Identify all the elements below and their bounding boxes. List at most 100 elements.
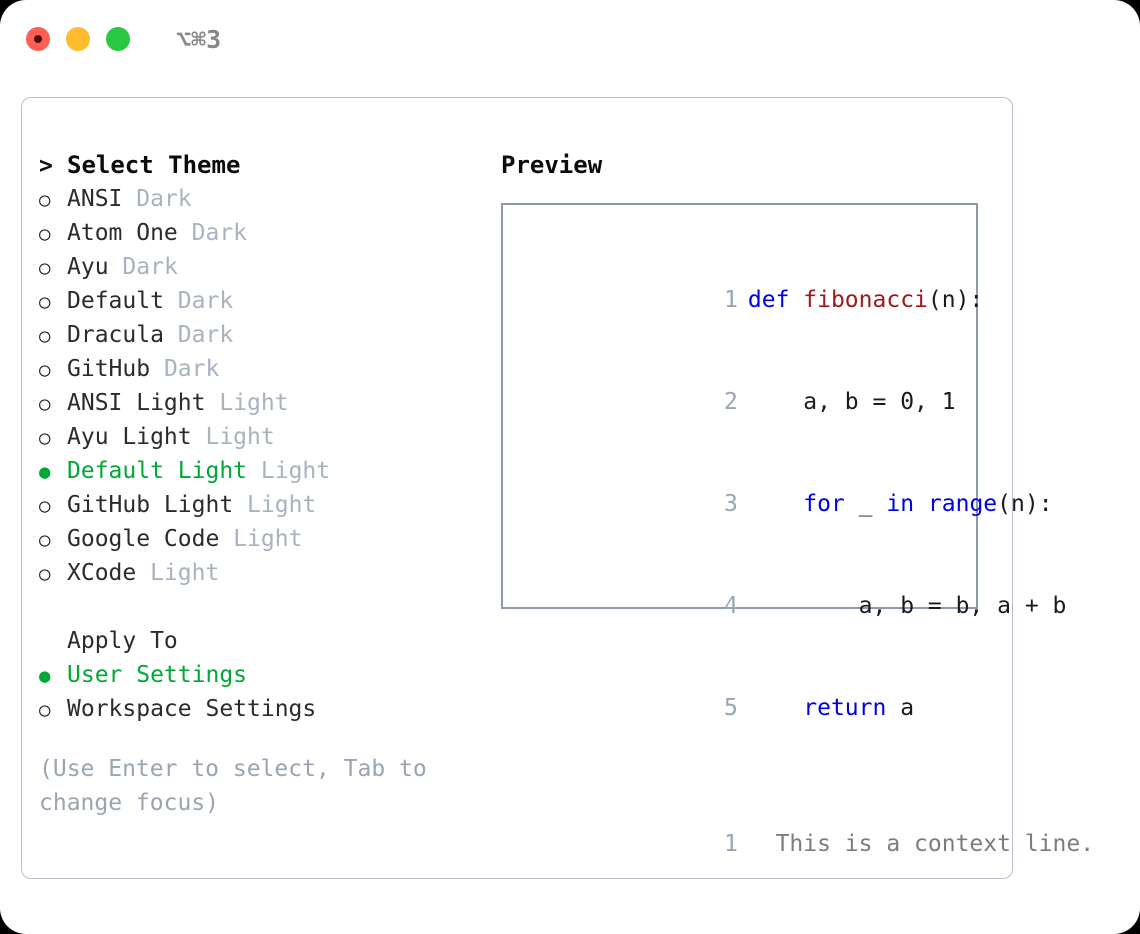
theme-variant-text: Dark [122, 254, 178, 280]
theme-list-item[interactable]: ○ GitHub Light Light [39, 488, 499, 522]
radio-unselected-icon[interactable]: ○ [39, 427, 51, 449]
code-line: 4 a, b = b, a + b [516, 555, 1066, 657]
apply-to-title: Apply To [67, 628, 178, 654]
line-number: 3 [724, 491, 738, 517]
radio-unselected-icon[interactable]: ○ [39, 189, 51, 211]
theme-name: XCode [67, 560, 137, 586]
theme-list-item[interactable]: ○ Ayu Light Light [39, 420, 499, 454]
theme-name: GitHub Light [67, 492, 234, 518]
theme-variant-text: Dark [136, 186, 192, 212]
theme-variant-text: Light [219, 390, 289, 416]
theme-variant-text: Light [205, 424, 275, 450]
theme-name: Default [67, 288, 164, 314]
preview-heading: Preview [501, 151, 603, 179]
radio-unselected-icon[interactable]: ○ [39, 699, 51, 721]
code-line: 2 a, b = 0, 1 [516, 351, 970, 453]
theme-list-item[interactable]: ○ XCode Light [39, 556, 499, 590]
radio-unselected-icon[interactable]: ○ [39, 223, 51, 245]
theme-list-item[interactable]: ○ Ayu Dark [39, 250, 499, 284]
theme-variant-text: Light [260, 458, 331, 484]
theme-name: Atom One [67, 220, 178, 246]
radio-unselected-icon[interactable]: ○ [39, 291, 51, 313]
code-line: 5 return a [516, 657, 970, 759]
content-panel: > Select Theme ○ ANSI Dark ○ Atom One Da… [21, 97, 1094, 934]
line-number: 1 [724, 287, 738, 313]
line-number: 4 [724, 593, 738, 619]
radio-selected-icon[interactable]: ● [39, 665, 51, 687]
theme-variant-text: Dark [177, 322, 234, 348]
code-token-plain [748, 491, 803, 517]
theme-variant-text: Dark [191, 220, 248, 246]
theme-variant-text: Light [247, 492, 317, 518]
keyboard-hint-text: (Use Enter to select, Tab to change focu… [39, 756, 427, 816]
line-number: 1 [724, 831, 738, 857]
theme-list-item[interactable]: ○ Dracula Dark [39, 318, 499, 352]
theme-name: Ayu Light [67, 424, 192, 450]
keyboard-shortcut-label: ⌥⌘3 [176, 24, 222, 54]
apply-to-group: ○ Apply To ● User Settings ○ Workspace S… [39, 624, 499, 726]
theme-list-item[interactable]: ○ ANSI Light Light [39, 386, 499, 420]
radio-unselected-icon[interactable]: ○ [39, 325, 51, 347]
apply-to-item-selected[interactable]: ● User Settings [39, 658, 499, 692]
theme-list-item[interactable]: ○ Atom One Dark [39, 216, 499, 250]
theme-variant [122, 182, 136, 216]
diff-text: This is a context line. [747, 831, 1095, 857]
code-token-builtin: range [927, 491, 998, 517]
code-token-plain: (n): [927, 287, 984, 313]
diff-spacer [516, 759, 970, 793]
line-number: 2 [710, 929, 738, 934]
radio-unselected-icon[interactable]: ○ [39, 563, 51, 585]
theme-list-item[interactable]: ○ Google Code Light [39, 522, 499, 556]
spacer-icon: ○ [39, 624, 67, 658]
theme-name: Default Light [67, 458, 248, 484]
close-button[interactable] [26, 27, 50, 51]
theme-name: Dracula [67, 322, 164, 348]
zoom-button[interactable] [106, 27, 130, 51]
radio-unselected-icon[interactable]: ○ [39, 393, 51, 415]
theme-variant-text: Dark [163, 356, 220, 382]
theme-list-item-selected[interactable]: ● Default Light Light [39, 454, 499, 488]
theme-variant-text: Light [233, 526, 303, 552]
caret-icon: > [39, 153, 53, 179]
theme-name: ANSI [67, 186, 123, 212]
code-token-plain: a, b = b, a + b [747, 593, 1067, 619]
code-token-plain [914, 491, 928, 517]
theme-selection-column: > Select Theme ○ ANSI Dark ○ Atom One Da… [39, 148, 499, 820]
theme-name: Ayu [67, 254, 109, 280]
apply-to-item[interactable]: ○ Workspace Settings [39, 692, 499, 726]
code-token-keyword: for [803, 491, 845, 517]
code-token-plain: (n): [997, 491, 1053, 517]
minimize-button[interactable] [66, 27, 90, 51]
line-number: 5 [724, 695, 738, 721]
radio-unselected-icon[interactable]: ○ [39, 529, 51, 551]
radio-unselected-icon[interactable]: ○ [39, 359, 51, 381]
select-theme-header: > Select Theme [39, 148, 499, 182]
theme-list-item[interactable]: ○ Default Dark [39, 284, 499, 318]
title-bar: ⌥⌘3 [0, 0, 1140, 78]
line-number: 2 [724, 389, 738, 415]
radio-selected-icon[interactable]: ● [39, 461, 51, 483]
apply-to-label: Workspace Settings [67, 696, 317, 722]
apply-to-header: ○ Apply To [39, 624, 499, 658]
code-line: 3 for _ in range(n): [516, 453, 1053, 555]
theme-list-item[interactable]: ○ GitHub Dark [39, 352, 499, 386]
theme-name: Google Code [67, 526, 220, 552]
theme-variant-text: Light [150, 560, 220, 586]
theme-name: ANSI Light [67, 390, 206, 416]
radio-unselected-icon[interactable]: ○ [39, 257, 51, 279]
theme-variant-text: Dark [177, 288, 234, 314]
traffic-light-buttons [26, 27, 130, 51]
radio-unselected-icon[interactable]: ○ [39, 495, 51, 517]
apply-to-label: User Settings [67, 662, 248, 688]
code-token-keyword: return [803, 695, 887, 721]
code-token-function: fibonacci [803, 287, 928, 313]
code-token-plain [748, 695, 803, 721]
code-token-plain: a, b = 0, 1 [747, 389, 956, 415]
theme-list-item[interactable]: ○ ANSI Dark [39, 182, 499, 216]
diff-line-context: 1 This is a context line. [516, 793, 1094, 895]
